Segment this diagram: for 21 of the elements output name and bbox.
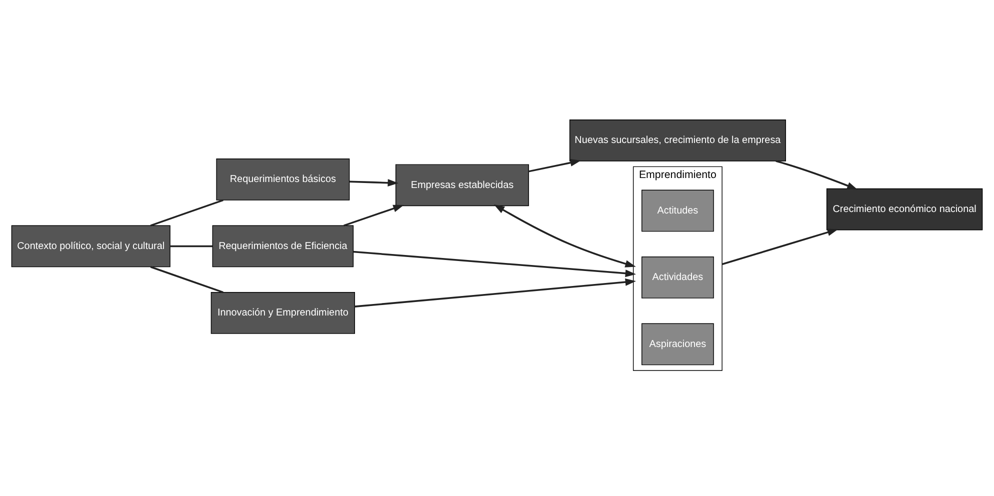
arrow	[528, 159, 581, 172]
arrow	[776, 160, 858, 190]
arrow	[494, 204, 636, 268]
node-box: Actividades	[642, 256, 714, 298]
node-box: Requerimientos de Eficiencia	[212, 225, 354, 268]
node-box: Nuevas sucursales, crecimiento de la empresa	[569, 119, 786, 162]
node-box: Crecimiento económico nacional	[826, 188, 983, 230]
arrow	[353, 250, 636, 278]
connector	[150, 199, 224, 226]
node-box: Actitudes	[642, 190, 714, 232]
arrow	[722, 228, 838, 266]
node-box: Contexto político, social y cultural	[11, 225, 170, 268]
node-box: Requerimientos básicos	[216, 158, 350, 200]
node-box: Empresas establecidas	[395, 164, 529, 206]
arrow	[349, 179, 398, 187]
connector	[170, 245, 213, 248]
connector	[150, 266, 224, 294]
arrow	[354, 278, 636, 308]
node-box: Innovación y Emprendimiento	[210, 292, 355, 334]
arrow	[344, 204, 404, 226]
node-box: Aspiraciones	[642, 323, 714, 366]
